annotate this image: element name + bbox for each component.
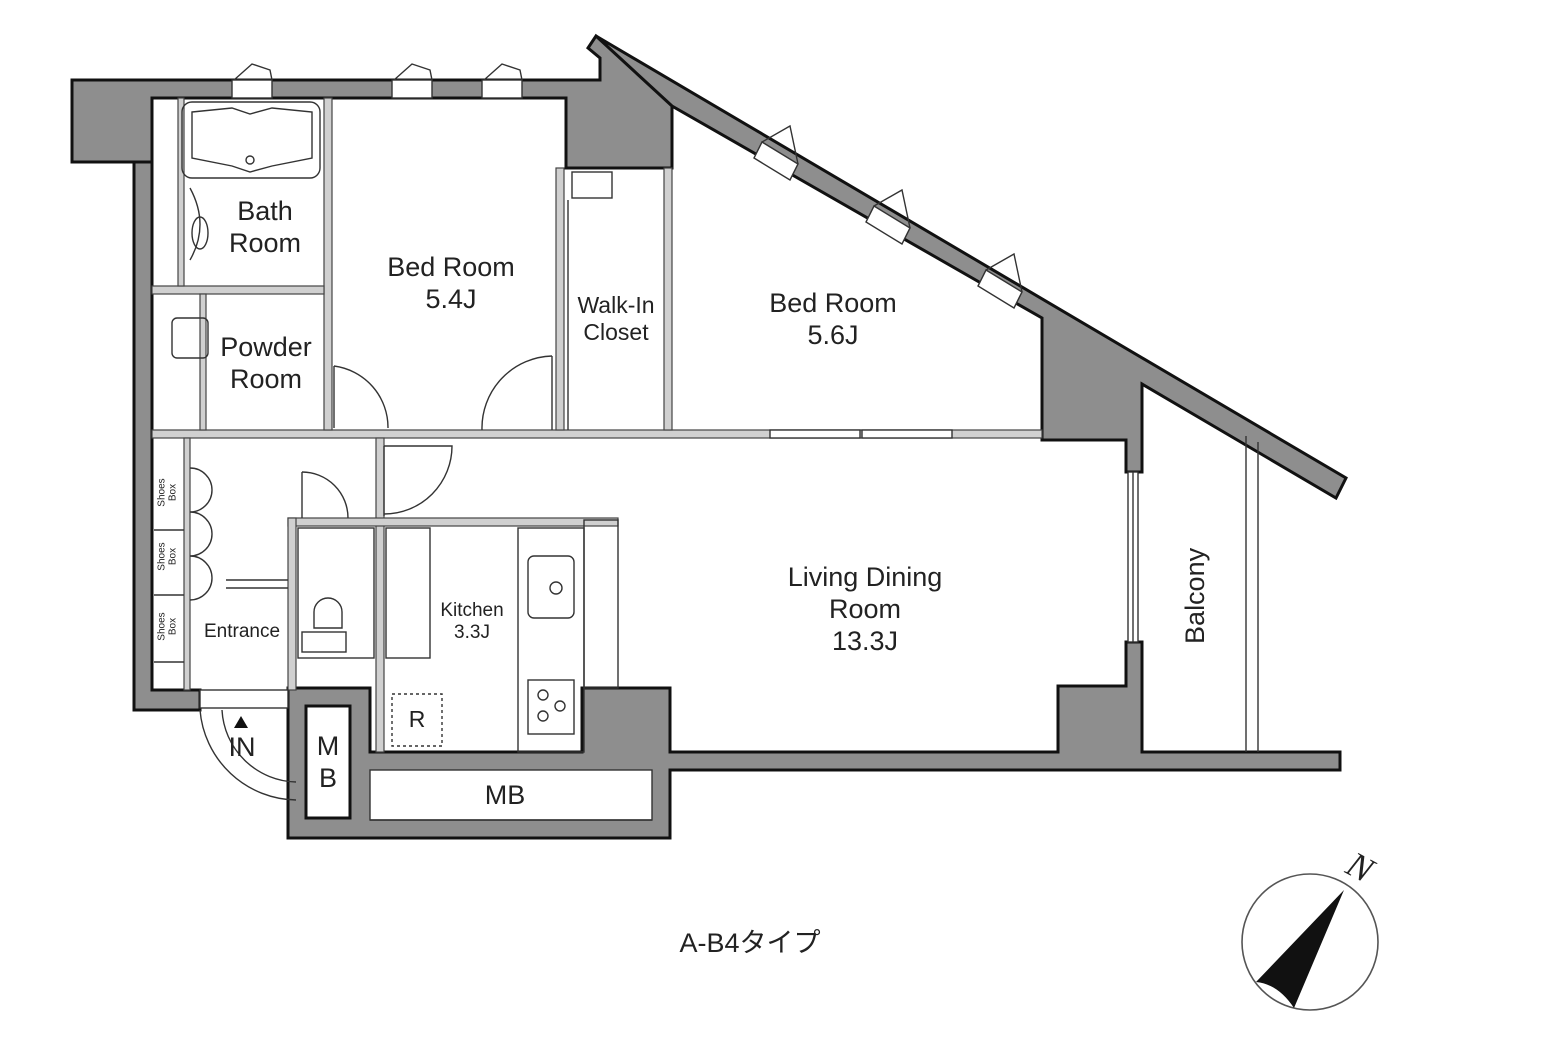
partition-powder-left [199,293,207,431]
toilet [297,527,375,659]
window-bath [231,63,273,99]
entry-arrow-icon [234,716,248,728]
door-bed1-left [333,365,389,429]
wic-shelf [571,171,613,199]
partition-wic-bed2 [663,167,673,431]
door-ldk [383,445,453,516]
sliding-door-bed2-a [769,429,861,439]
window-bed1-b [481,63,523,99]
exterior-wall-diagonal [594,34,1348,501]
powder-sink [171,317,209,359]
label-powder-room: Powder Room [220,332,312,394]
partition-bed1-wic [555,167,565,431]
bathtub [181,101,321,179]
kitchen-counter [385,519,619,753]
stove-icon [527,679,575,735]
partition-bath-powder [151,285,325,295]
partition-shoes [183,437,191,691]
label-kitchen: Kitchen 3.3J [440,600,504,644]
fridge-space [391,693,443,747]
shoes-box-doors [189,467,213,601]
partition-bath-bed1 [323,97,333,431]
label-bed-room-2: Bed Room 5.6J [769,288,897,350]
partition-bath-left [177,97,185,287]
partition-toilet-left [287,517,297,691]
compass-north-arrow-icon [1241,873,1379,1011]
door-toilet [301,471,349,519]
bath-washbasin [189,187,209,261]
partition-hall-kitchen [375,437,385,753]
plan-type-label: A-B4タイプ [679,928,821,958]
window-bed2-b [865,188,911,245]
label-bath-room: Bath Room [228,196,302,258]
exterior-wall-top [70,33,674,170]
label-entrance: Entrance [203,621,281,642]
meter-box-large [369,769,653,821]
label-meter-box-small: M B [316,731,340,794]
partition-kitchen-top [287,517,619,527]
door-bed1-right [481,355,553,431]
label-meter-box-large: MB [484,780,526,810]
window-bed2-a [753,124,799,181]
label-in: IN [228,732,256,762]
meter-box-small [304,704,352,820]
window-bed2-c [977,252,1023,309]
sliding-door-bed2-b [861,429,953,439]
partition-bedroom-row [151,429,1043,439]
label-walk-in-closet: Walk-In Closet [577,292,655,346]
kitchen-sink [527,555,575,619]
window-bed1-a [391,63,433,99]
label-balcony: Balcony [1180,547,1211,644]
door-entrance [199,689,297,801]
label-bed-room-1: Bed Room 5.4J [387,252,515,314]
label-living-dining-room: Living Dining Room 13.3J [787,562,943,656]
label-fridge: R [408,706,426,732]
